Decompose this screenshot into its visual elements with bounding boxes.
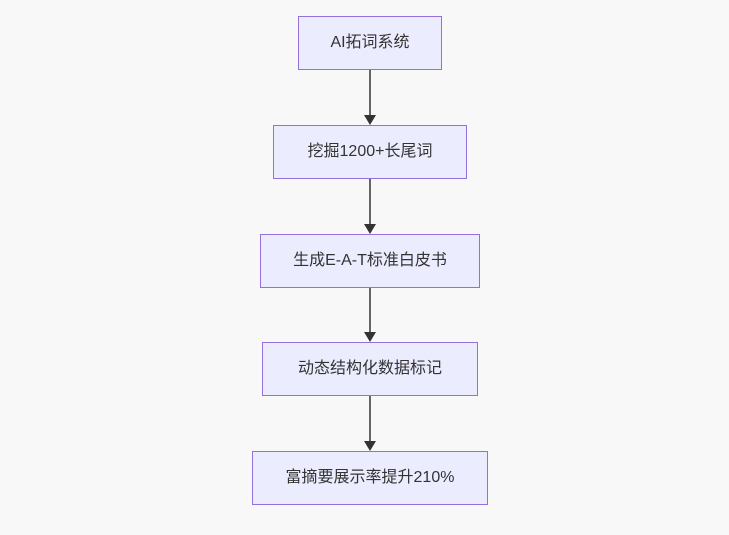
flow-node-label: AI拓词系统 — [330, 34, 410, 51]
flow-arrow-2 — [363, 179, 377, 234]
flow-arrow-1 — [363, 70, 377, 125]
flow-node-longtail-keyword-mining: 挖掘1200+长尾词 — [273, 125, 467, 179]
arrow-head-icon — [364, 115, 376, 125]
arrow-line — [369, 288, 371, 332]
flow-node-label: 挖掘1200+长尾词 — [307, 143, 433, 160]
flow-node-label: 生成E-A-T标准白皮书 — [293, 252, 447, 269]
flow-node-rich-snippet-rate-increase: 富摘要展示率提升210% — [252, 451, 488, 505]
flow-arrow-3 — [363, 288, 377, 342]
flow-node-label: 动态结构化数据标记 — [297, 360, 442, 377]
flow-node-ai-word-expansion-system: AI拓词系统 — [298, 16, 442, 70]
flow-node-eat-whitepaper-generation: 生成E-A-T标准白皮书 — [260, 234, 480, 288]
arrow-line — [369, 179, 371, 224]
flow-node-dynamic-structured-data-markup: 动态结构化数据标记 — [262, 342, 478, 396]
arrow-head-icon — [364, 224, 376, 234]
arrow-line — [369, 70, 371, 115]
arrow-head-icon — [364, 332, 376, 342]
arrow-line — [369, 396, 371, 441]
flow-node-label: 富摘要展示率提升210% — [285, 469, 455, 486]
flow-arrow-4 — [363, 396, 377, 451]
arrow-head-icon — [364, 441, 376, 451]
